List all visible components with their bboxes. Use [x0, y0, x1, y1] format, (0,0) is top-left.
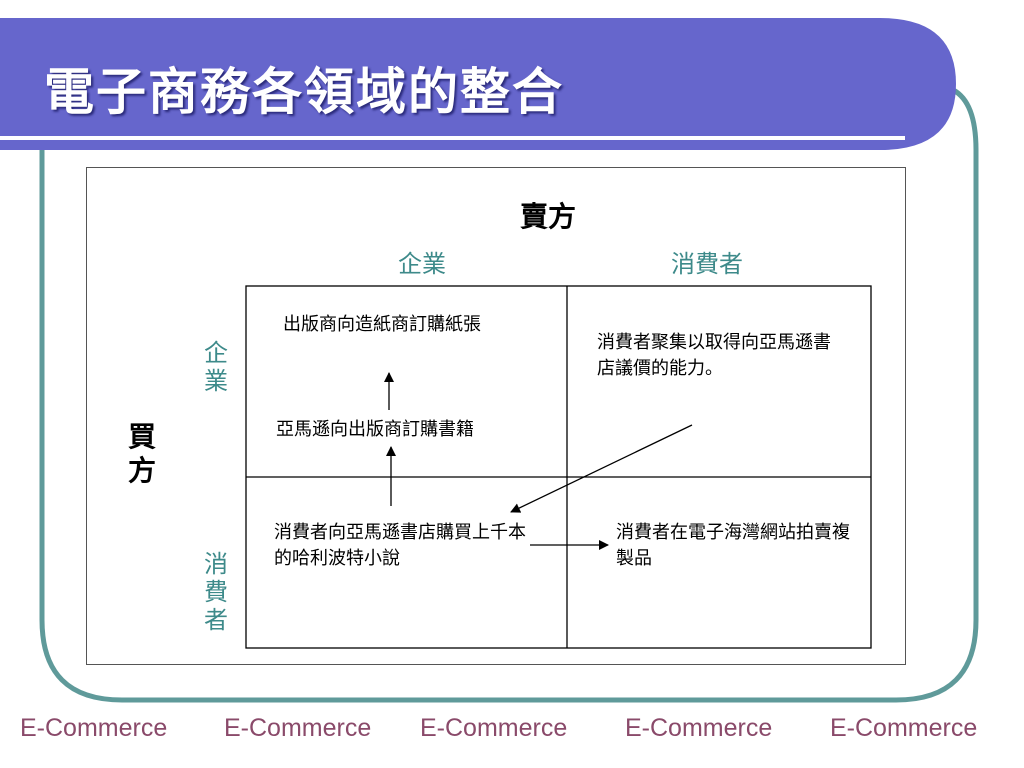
buyer-label: 買方 [127, 420, 156, 487]
cell-b2c: 消費者向亞馬遜書店購買上千本的哈利波特小說 [274, 522, 526, 569]
slide-title: 電子商務各領域的整合 [44, 62, 564, 121]
slide-frame [39, 83, 979, 703]
row-header-business: 企業 [204, 339, 228, 395]
seller-label: 賣方 [520, 200, 577, 233]
cell-c2c: 消費者在電子海灣網站拍賣複製品 [616, 522, 850, 569]
cell-c2b: 消費者聚集以取得向亞馬遜書店議價的能力。 [597, 332, 831, 379]
title-bar [0, 18, 956, 150]
cell-b2b-top: 出版商向造紙商訂購紙張 [283, 314, 481, 335]
footer-item-1: E-Commerce [20, 714, 168, 742]
diagram-box [86, 167, 906, 665]
matrix-grid-outline-overlay [245, 285, 872, 649]
column-header-business: 企業 [398, 250, 446, 278]
footer-item-3: E-Commerce [420, 714, 568, 742]
cell-b2b-bottom: 亞馬遜向出版商訂購書籍 [276, 419, 474, 440]
row-header-consumer: 消費者 [204, 550, 228, 634]
arrow-c2b-diagonal-overlay [510, 424, 693, 513]
footer-item-2: E-Commerce [224, 714, 372, 742]
footer-item-5: E-Commerce [830, 714, 978, 742]
column-header-consumer: 消費者 [671, 250, 743, 278]
footer-item-4: E-Commerce [625, 714, 773, 742]
